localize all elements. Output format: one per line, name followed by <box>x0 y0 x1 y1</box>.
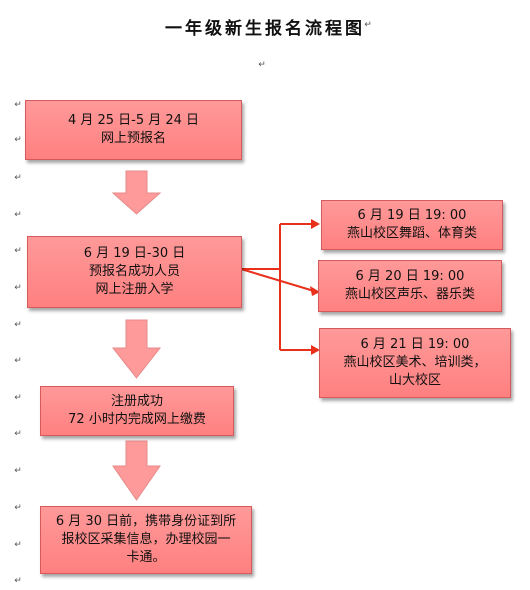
branch1-line2: 燕山校区舞蹈、体育类 <box>346 226 477 241</box>
para-mark-icon: ↵ <box>14 540 22 550</box>
step-campus-card: 6 月 30 日前，携带身份证到所 报校区采集信息，办理校园一 卡通。 <box>40 506 252 574</box>
para-mark-icon: ↵ <box>14 283 22 293</box>
step-payment: 注册成功 72 小时内完成网上缴费 <box>40 386 234 436</box>
branch-connectors <box>240 223 315 351</box>
step1-line2: 网上预报名 <box>100 131 166 146</box>
para-mark-icon: ↵ <box>364 20 372 30</box>
para-mark-icon: ↵ <box>14 320 22 330</box>
para-mark-icon: ↵ <box>14 210 22 220</box>
branch-vocal-instrumental: 6 月 20 日 19: 00 燕山校区声乐、器乐类 <box>318 260 502 312</box>
branch-dance-sports: 6 月 19 日 19: 00 燕山校区舞蹈、体育类 <box>321 200 503 250</box>
step3-line2: 72 小时内完成网上缴费 <box>68 412 206 427</box>
branch-art-training: 6 月 21 日 19: 00 燕山校区美术、培训类， 山大校区 <box>319 328 511 398</box>
para-mark-icon: ↵ <box>14 135 22 145</box>
diagram-title: 一年级新生报名流程图 <box>165 19 365 39</box>
para-mark-icon: ↵ <box>14 393 22 403</box>
para-mark-icon: ↵ <box>258 60 266 70</box>
step4-line2: 报校区采集信息，办理校园一 <box>61 532 231 547</box>
para-mark-icon: ↵ <box>14 503 22 513</box>
para-mark-icon: ↵ <box>14 429 22 439</box>
branch2-line2: 燕山校区声乐、器乐类 <box>344 287 475 302</box>
branch-arrowheads <box>310 219 320 355</box>
step-online-enrollment: 6 月 19 日-30 日 预报名成功人员 网上注册入学 <box>27 236 242 308</box>
step2-line1: 6 月 19 日-30 日 <box>83 246 186 261</box>
step2-line3: 网上注册入学 <box>95 282 174 297</box>
para-mark-icon: ↵ <box>14 100 22 110</box>
down-arrow-3 <box>112 440 161 501</box>
down-arrow-2 <box>111 319 162 379</box>
step4-line3: 卡通。 <box>126 550 166 565</box>
branch2-line1: 6 月 20 日 19: 00 <box>355 269 465 284</box>
para-mark-icon: ↵ <box>14 246 22 256</box>
branch3-line2: 燕山校区美术、培训类， <box>343 355 487 370</box>
step4-line1: 6 月 30 日前，携带身份证到所 <box>55 514 237 529</box>
step3-line1: 注册成功 <box>110 394 163 409</box>
para-mark-icon: ↵ <box>14 356 22 366</box>
step2-line2: 预报名成功人员 <box>88 264 180 279</box>
para-mark-icon: ↵ <box>14 576 22 586</box>
branch3-line3: 山大校区 <box>388 373 441 388</box>
branch1-line1: 6 月 19 日 19: 00 <box>357 208 467 223</box>
para-mark-icon: ↵ <box>14 466 22 476</box>
step1-line1: 4 月 25 日-5 月 24 日 <box>67 113 200 128</box>
step-preregistration: 4 月 25 日-5 月 24 日 网上预报名 <box>25 100 242 160</box>
branch3-line1: 6 月 21 日 19: 00 <box>360 337 470 352</box>
para-mark-icon: ↵ <box>14 173 22 183</box>
down-arrow-1 <box>111 170 162 215</box>
